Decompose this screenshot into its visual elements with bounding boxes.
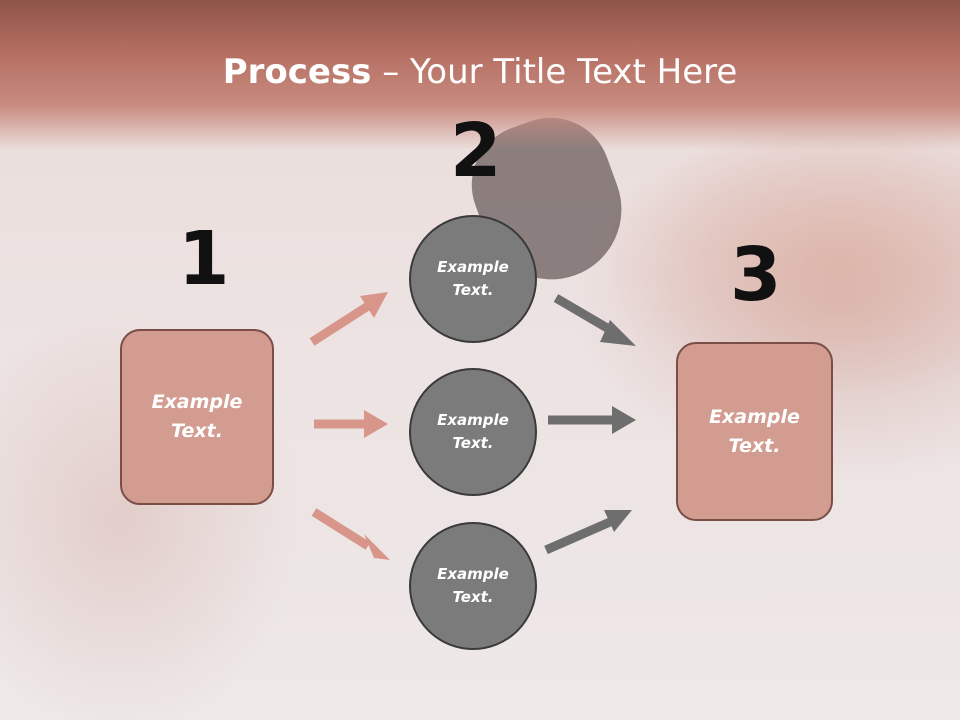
circle-top-label: Example Text.	[437, 258, 509, 299]
arrow-right-down	[553, 294, 636, 346]
slide-title: Process – Your Title Text Here	[0, 52, 960, 92]
step-number-1: 1	[178, 216, 230, 302]
left-box-label: Example Text.	[151, 391, 243, 442]
title-bold: Process	[222, 52, 372, 92]
arrow-right-mid	[548, 406, 636, 434]
step-number-3: 3	[730, 232, 782, 318]
step-number-2: 2	[450, 108, 502, 194]
right-box: Example Text.	[676, 342, 833, 521]
circle-bottom-label: Example Text.	[437, 565, 509, 606]
arrow-right-up	[544, 510, 632, 555]
left-box: Example Text.	[120, 329, 274, 505]
arrow-left-down	[311, 508, 390, 560]
circle-top: Example Text.	[409, 215, 537, 343]
circle-bottom: Example Text.	[409, 522, 537, 650]
arrow-left-mid	[314, 410, 388, 438]
circle-middle-label: Example Text.	[437, 411, 509, 452]
right-box-label: Example Text.	[709, 405, 800, 457]
title-band	[0, 0, 960, 150]
title-rest: – Your Title Text Here	[371, 52, 738, 92]
circle-middle: Example Text.	[409, 368, 537, 496]
arrow-left-up	[309, 292, 388, 346]
